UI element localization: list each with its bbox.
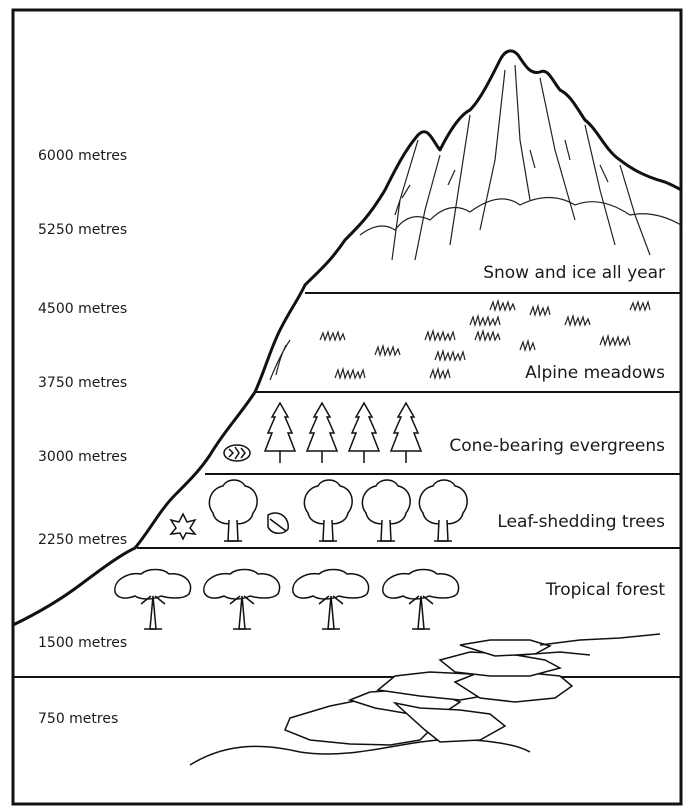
tropical-tree-icon (203, 568, 281, 630)
evergreen-trees (223, 401, 423, 463)
leaf-icon (267, 512, 289, 534)
altitude-label: 3750 metres (38, 375, 128, 391)
altitude-label: 2250 metres (38, 532, 128, 548)
deciduous-tree-icon (208, 479, 258, 542)
zone-label-evergreen: Cone-bearing evergreens (449, 436, 665, 456)
zone-label-snow: Snow and ice all year (483, 263, 665, 283)
zone-label-tropical: Tropical forest (545, 580, 665, 600)
evergreen-tree-icon (263, 401, 297, 463)
evergreen-tree-icon (305, 401, 339, 463)
tropical-trees (114, 568, 460, 630)
frame (11, 8, 683, 806)
deciduous-tree-icon (418, 479, 468, 542)
evergreen-tree-icon (389, 401, 423, 463)
altitude-label: 6000 metres (38, 148, 128, 164)
deciduous-tree-icon (303, 479, 353, 542)
altitude-label: 1500 metres (38, 635, 128, 651)
altitude-label: 4500 metres (38, 301, 128, 317)
zone-label-leaf-shedding: Leaf-shedding trees (497, 512, 665, 532)
zone-dividers (13, 292, 681, 678)
tropical-tree-icon (114, 568, 192, 630)
deciduous-trees (169, 479, 468, 542)
snow-peak-hatching (359, 64, 682, 261)
altitude-label: 750 metres (38, 711, 119, 727)
grass-tufts (269, 298, 651, 381)
zone-label-alpine: Alpine meadows (525, 363, 665, 383)
pinecone-icon (223, 444, 251, 462)
tropical-tree-icon (292, 568, 370, 630)
mountain-outline (12, 49, 682, 627)
deciduous-tree-icon (361, 479, 411, 542)
evergreen-tree-icon (347, 401, 381, 463)
altitude-label: 5250 metres (38, 222, 128, 238)
leaf-icon (169, 512, 197, 541)
altitude-label: 3000 metres (38, 449, 128, 465)
rock-slabs-icon (189, 633, 661, 766)
tropical-tree-icon (382, 568, 460, 630)
